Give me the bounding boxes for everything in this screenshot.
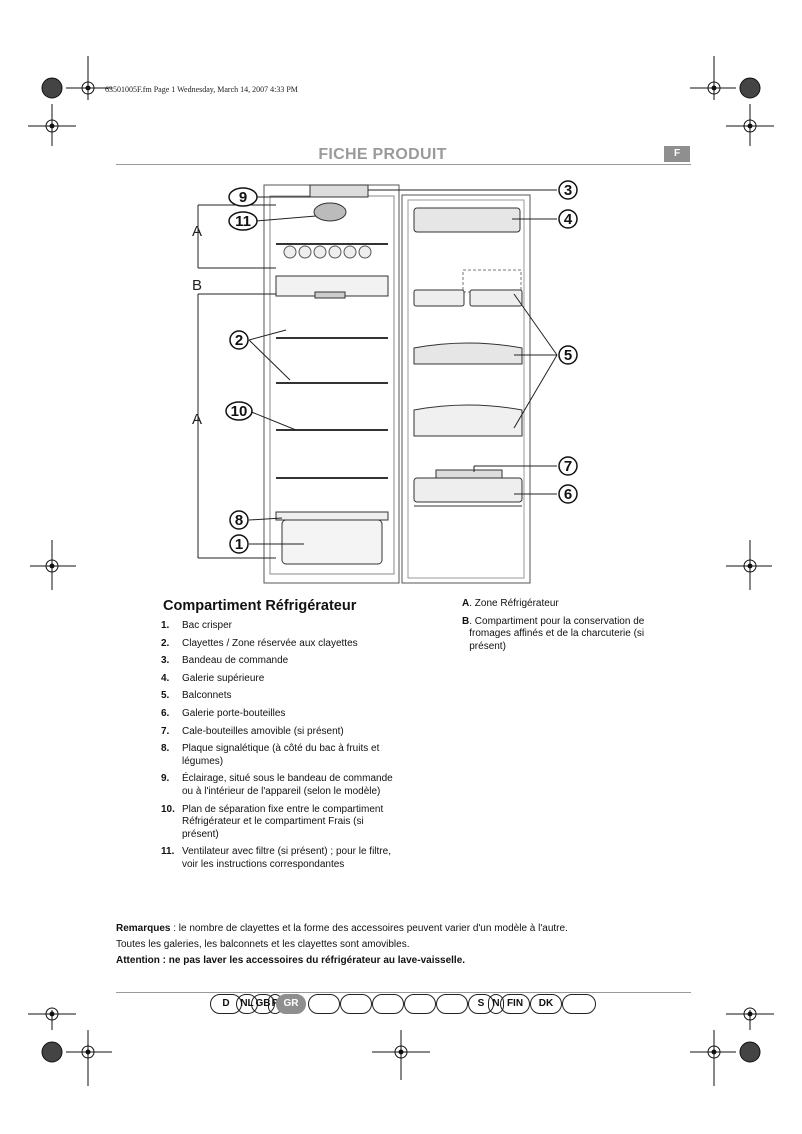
list-item: 4.Galerie supérieure (161, 672, 265, 684)
callout-10: 10 (225, 401, 253, 421)
remarks-text: : le nombre de clayettes et la forme des… (170, 923, 568, 934)
zone-letter: A (192, 223, 202, 240)
callout-3: 3 (558, 180, 578, 200)
callout-11: 11 (228, 211, 258, 231)
callout-9: 9 (228, 187, 258, 207)
page-title: FICHE PRODUIT (318, 146, 447, 163)
remarks-line2: Toutes les galeries, les balconnets et l… (116, 939, 410, 950)
lang-pill-gr[interactable]: GR (276, 994, 306, 1014)
svg-text:11: 11 (235, 213, 251, 230)
svg-text:5: 5 (564, 347, 572, 364)
file-header-line: 63501005F.fm Page 1 Wednesday, March 14,… (105, 85, 298, 94)
fan-icon (313, 202, 347, 222)
list-item: 1.Bac crisper (161, 620, 233, 631)
callout-1: 1 (229, 534, 249, 554)
callout-6: 6 (558, 484, 578, 504)
svg-text:10: 10 (231, 403, 248, 420)
top-rule (116, 164, 691, 165)
section-title: Compartiment Réfrigérateur (163, 598, 357, 614)
zone-letter: A (192, 411, 202, 428)
list-item: 3.Bandeau de commande (161, 655, 289, 667)
attention-text: Attention : ne pas laver les accessoires… (116, 955, 466, 966)
svg-text:1: 1 (235, 536, 243, 553)
callout-4: 4 (558, 209, 578, 229)
lang-pill-empty[interactable] (436, 994, 468, 1014)
lang-pill-empty[interactable] (340, 994, 372, 1014)
list-item: 5.Balconnets (161, 690, 232, 702)
legend-item: B. Compartiment pour la conservation de … (462, 615, 645, 652)
door-top-gallery (413, 207, 521, 233)
legend-item: A. Zone Réfrigérateur (462, 598, 559, 609)
door-bottle-gallery (413, 477, 523, 503)
remarks-block: Remarques : le nombre de clayettes et la… (116, 921, 716, 969)
registration-mark-icon (41, 77, 63, 99)
callout-7: 7 (558, 456, 578, 476)
svg-text:7: 7 (564, 458, 572, 475)
registration-mark-icon (739, 1041, 761, 1063)
callout-5: 5 (558, 345, 578, 365)
list-item: 8.Plaque signalétique (à côté du bac à f… (161, 743, 380, 767)
bottom-rule (116, 992, 691, 993)
svg-text:4: 4 (564, 211, 573, 228)
svg-text:8: 8 (235, 512, 243, 529)
list-item: 7.Cale-bouteilles amovible (si présent) (161, 725, 344, 737)
crisper-drawer (281, 519, 383, 565)
lang-pill-dk[interactable]: DK (530, 994, 562, 1014)
registration-mark-icon (739, 77, 761, 99)
list-item: 2.Clayettes / Zone réservée aux clayette… (161, 637, 358, 649)
registration-mark-icon (41, 1041, 63, 1063)
lang-pill-empty[interactable] (404, 994, 436, 1014)
callout-2: 2 (229, 330, 249, 350)
list-item: 10.Plan de séparation fixe entre le comp… (161, 803, 384, 840)
svg-text:9: 9 (239, 189, 247, 206)
lang-pill-empty[interactable] (562, 994, 596, 1014)
zone-legend: A. Zone Réfrigérateur B. Compartiment po… (462, 598, 677, 658)
parts-list: 1.Bac crisper 2.Clayettes / Zone réservé… (161, 620, 401, 877)
lang-pill-empty[interactable] (308, 994, 340, 1014)
lang-pill-empty[interactable] (372, 994, 404, 1014)
language-tag: F (664, 146, 690, 162)
svg-text:2: 2 (235, 332, 243, 349)
list-item: 11.Ventilateur avec filtre (si présent) … (161, 846, 391, 870)
zone-letter: B (192, 277, 202, 294)
fridge-door (401, 194, 531, 584)
svg-text:6: 6 (564, 486, 572, 503)
svg-text:3: 3 (564, 182, 572, 199)
remarks-label: Remarques (116, 923, 171, 934)
list-item: 9.Éclairage, situé sous le bandeau de co… (161, 773, 393, 797)
list-item: 6.Galerie porte-bouteilles (161, 707, 286, 719)
lang-pill-fin[interactable]: FIN (500, 994, 530, 1014)
control-panel (309, 184, 369, 198)
callout-8: 8 (229, 510, 249, 530)
